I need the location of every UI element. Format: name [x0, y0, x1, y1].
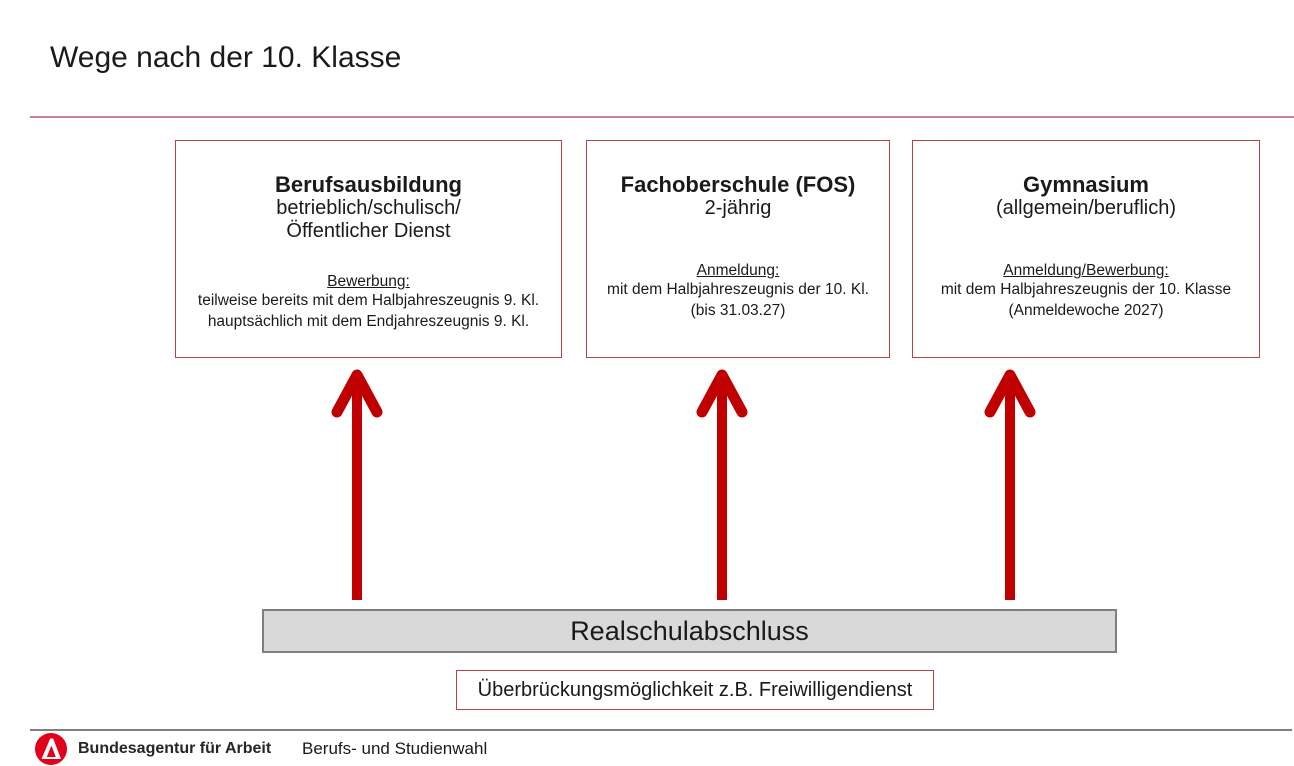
base-box-label: Realschulabschluss — [570, 615, 809, 646]
box-subtitle-line: 2-jährig — [704, 197, 772, 220]
box-detail-line: mit dem Halbjahreszeugnis der 10. Klasse — [940, 281, 1232, 299]
org-name: Bundesagentur für Arbeit — [78, 740, 272, 757]
realschulabschluss-box: Realschulabschluss — [262, 609, 1117, 653]
box-detail-line: mit dem Halbjahreszeugnis der 10. Kl. — [607, 281, 869, 299]
box-label: Anmeldung/Bewerbung: — [1003, 262, 1169, 280]
box-subtitle-line: Öffentlicher Dienst — [286, 220, 451, 243]
pathway-box-gymnasium: Gymnasium (allgemein/beruflich) Anmeldun… — [912, 140, 1260, 358]
title-rule — [30, 116, 1294, 118]
box-subtitle-line: betrieblich/schulisch/ — [276, 197, 461, 220]
box-detail-line: (Anmeldewoche 2027) — [1008, 302, 1164, 320]
pathway-box-fachoberschule: Fachoberschule (FOS) 2-jährig Anmeldung:… — [586, 140, 890, 358]
page-title: Wege nach der 10. Klasse — [50, 41, 402, 74]
up-arrow-icon — [331, 369, 383, 600]
bridge-option-box: Überbrückungsmöglichkeit z.B. Freiwillig… — [456, 670, 934, 710]
box-detail-line: teilweise bereits mit dem Halbjahreszeug… — [197, 292, 540, 310]
ba-logo-icon — [35, 733, 67, 765]
box-title: Gymnasium — [1023, 172, 1149, 197]
box-subtitle-line: (allgemein/beruflich) — [995, 197, 1177, 220]
box-title: Fachoberschule (FOS) — [620, 172, 856, 197]
pathway-box-berufsausbildung: Berufsausbildung betrieblich/schulisch/ … — [175, 140, 562, 358]
footer-divider — [30, 729, 1292, 731]
box-label: Anmeldung: — [696, 262, 780, 280]
up-arrow-icon — [984, 369, 1036, 600]
up-arrow-icon — [696, 369, 748, 600]
box-detail-line: (bis 31.03.27) — [690, 302, 786, 320]
box-detail-line: hauptsächlich mit dem Endjahreszeugnis 9… — [207, 313, 530, 331]
bridge-box-label: Überbrückungsmöglichkeit z.B. Freiwillig… — [477, 678, 913, 701]
box-title: Berufsausbildung — [274, 172, 462, 197]
box-label: Bewerbung: — [327, 273, 410, 291]
publication-name: Berufs- und Studienwahl — [302, 739, 488, 758]
